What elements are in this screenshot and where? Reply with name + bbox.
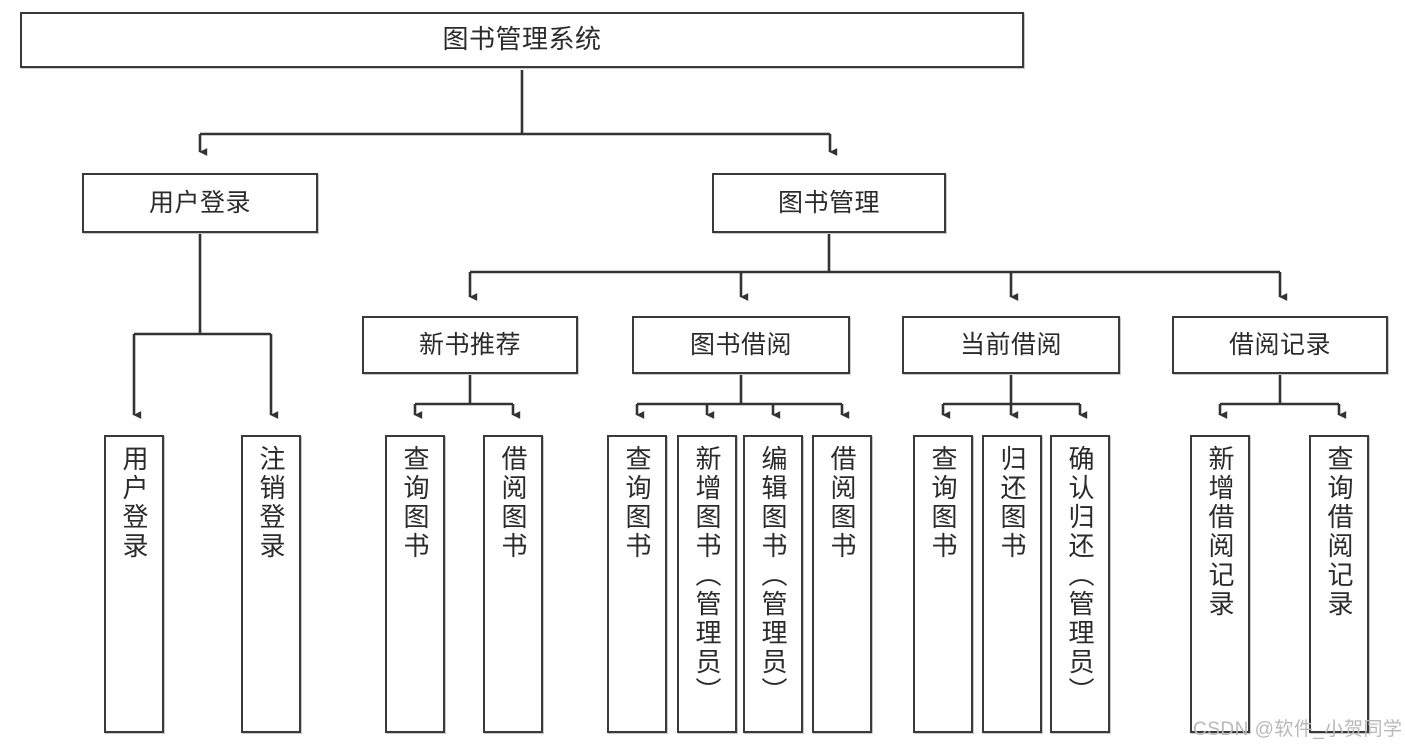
node-label: 图书借阅: [689, 331, 792, 359]
leaf-user-login-login[interactable]: 用户登录: [104, 435, 164, 733]
node-label: 借阅图书: [827, 445, 857, 561]
node-book-borrowing[interactable]: 图书借阅: [632, 316, 850, 374]
leaf-book-borrow-query-book[interactable]: 查询图书: [607, 435, 667, 733]
node-label: 查询借阅记录: [1324, 445, 1354, 619]
node-label: 当前借阅: [959, 331, 1062, 359]
node-label: 新增借阅记录: [1205, 445, 1235, 619]
leaf-book-borrow-edit-book-admin[interactable]: 编辑图书（管理员）: [743, 435, 803, 733]
leaf-user-login-logout[interactable]: 注销登录: [241, 435, 301, 733]
node-label: 用户登录: [119, 445, 149, 561]
leaf-book-borrow-add-book-admin[interactable]: 新增图书（管理员）: [677, 435, 737, 733]
node-label: 借阅图书: [498, 445, 528, 561]
node-label: 查询图书: [928, 445, 958, 561]
node-label: 查询图书: [622, 445, 652, 561]
leaf-current-borrow-query-book[interactable]: 查询图书: [913, 435, 973, 733]
leaf-current-borrow-confirm-return-admin[interactable]: 确认归还（管理员）: [1050, 435, 1110, 733]
node-label: 借阅记录: [1228, 331, 1331, 359]
node-root-library-management-system[interactable]: 图书管理系统: [20, 12, 1024, 68]
node-label: 图书管理系统: [442, 24, 602, 55]
leaf-new-book-query-book[interactable]: 查询图书: [385, 435, 445, 733]
node-label: 用户登录: [148, 189, 251, 217]
leaf-borrow-record-add-record[interactable]: 新增借阅记录: [1190, 435, 1250, 733]
node-label: 编辑图书（管理员）: [758, 445, 788, 706]
node-label: 新书推荐: [418, 331, 521, 359]
node-label: 查询图书: [400, 445, 430, 561]
node-label: 新增图书（管理员）: [692, 445, 722, 706]
watermark-text: CSDN @软件_小贺同学: [1193, 719, 1403, 740]
leaf-current-borrow-return-book[interactable]: 归还图书: [982, 435, 1042, 733]
node-borrowing-record[interactable]: 借阅记录: [1172, 316, 1388, 374]
node-label: 注销登录: [256, 445, 286, 561]
node-label: 确认归还（管理员）: [1065, 445, 1095, 706]
node-label: 图书管理: [777, 189, 880, 217]
node-label: 归还图书: [997, 445, 1027, 561]
leaf-new-book-borrow-book[interactable]: 借阅图书: [483, 435, 543, 733]
leaf-borrow-record-query-record[interactable]: 查询借阅记录: [1309, 435, 1369, 733]
node-book-management[interactable]: 图书管理: [712, 173, 946, 233]
leaf-book-borrow-borrow-book[interactable]: 借阅图书: [812, 435, 872, 733]
node-user-login[interactable]: 用户登录: [82, 173, 318, 233]
node-current-borrowing[interactable]: 当前借阅: [902, 316, 1120, 374]
node-new-book-recommendation[interactable]: 新书推荐: [362, 316, 578, 374]
